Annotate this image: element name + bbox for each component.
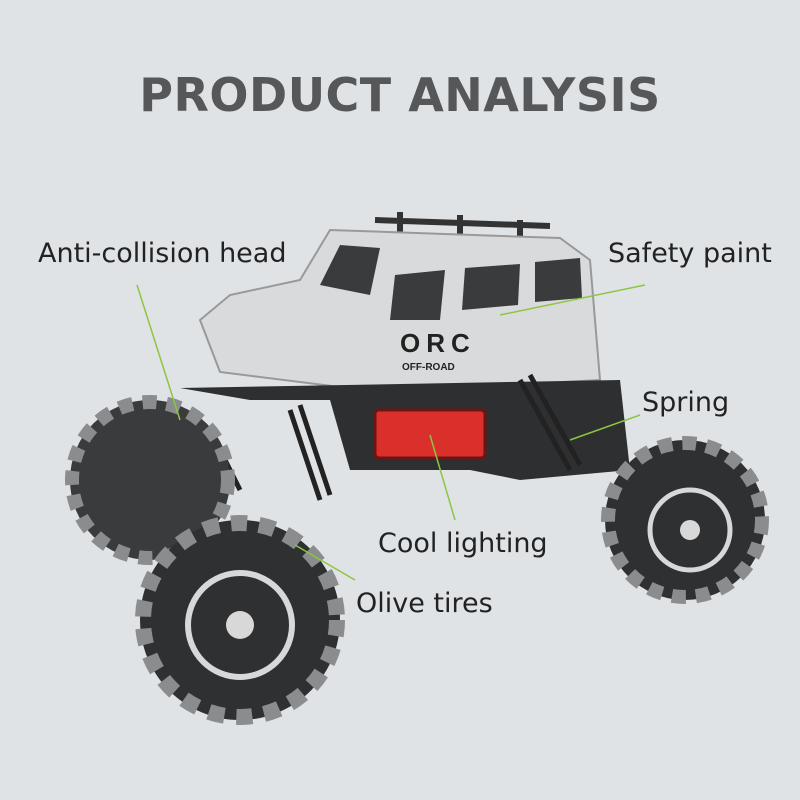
windows (320, 245, 582, 320)
callout-olive-tires: Olive tires (356, 588, 493, 619)
callout-anti-collision-head: Anti-collision head (38, 238, 287, 269)
wheel-rear-left (65, 395, 235, 565)
car-logo: ORC (400, 328, 476, 358)
callout-safety-paint: Safety paint (608, 238, 772, 269)
callout-cool-lighting: Cool lighting (378, 528, 548, 559)
callout-spring: Spring (642, 387, 730, 418)
page-title: PRODUCT ANALYSIS (139, 68, 661, 122)
wheel-front-left (135, 515, 345, 725)
car-logo-sub: OFF-ROAD (402, 362, 455, 373)
wheel-front-right (601, 436, 769, 604)
cool-light-bar (373, 408, 487, 460)
springs (212, 373, 583, 501)
callout-lines (136, 284, 646, 581)
